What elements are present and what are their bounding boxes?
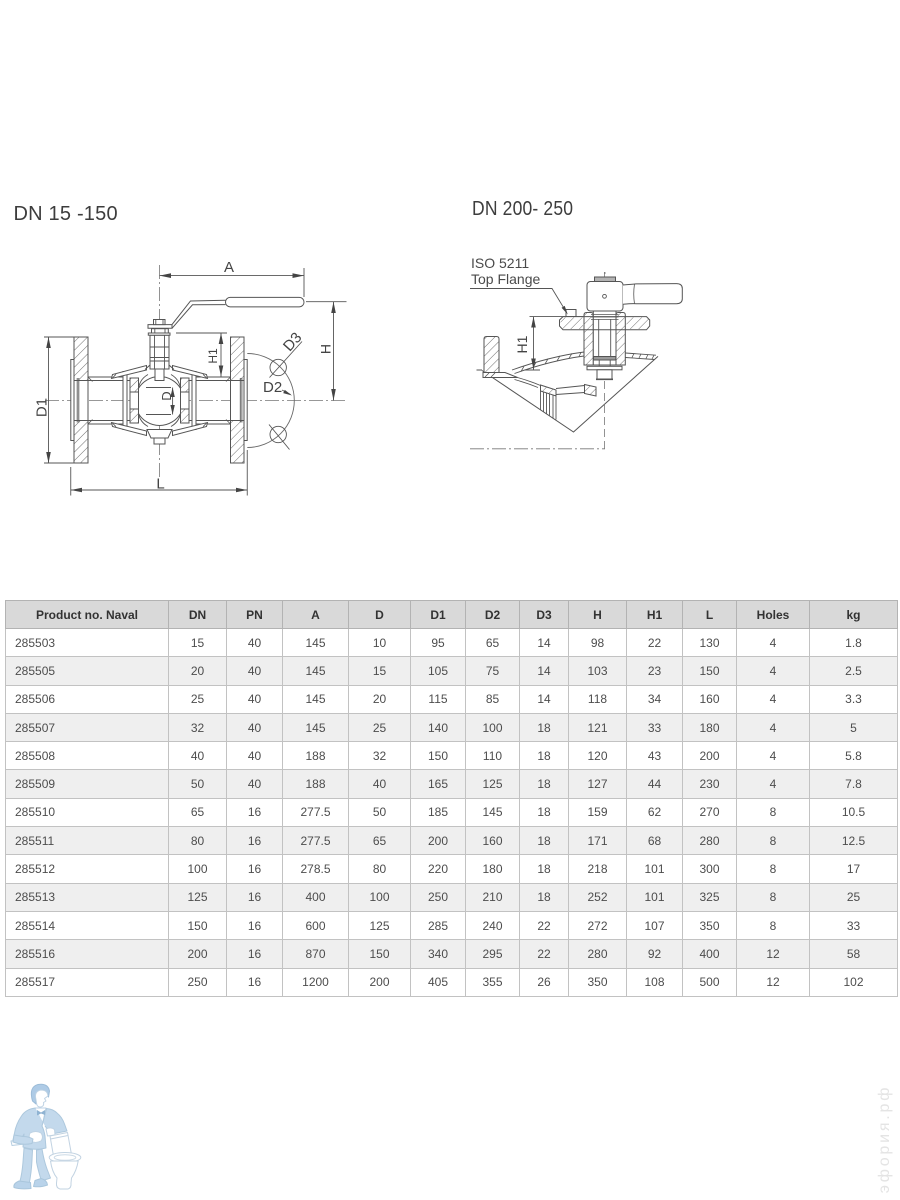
svg-text:H1: H1	[514, 335, 530, 353]
svg-text:D: D	[159, 391, 174, 400]
svg-text:H: H	[318, 344, 334, 354]
svg-text:H1: H1	[206, 348, 220, 364]
svg-text:D2: D2	[263, 379, 282, 396]
svg-text:D3: D3	[280, 329, 305, 355]
svg-text:L: L	[156, 476, 164, 493]
svg-text:D1: D1	[34, 398, 51, 417]
svg-text:A: A	[224, 259, 234, 276]
